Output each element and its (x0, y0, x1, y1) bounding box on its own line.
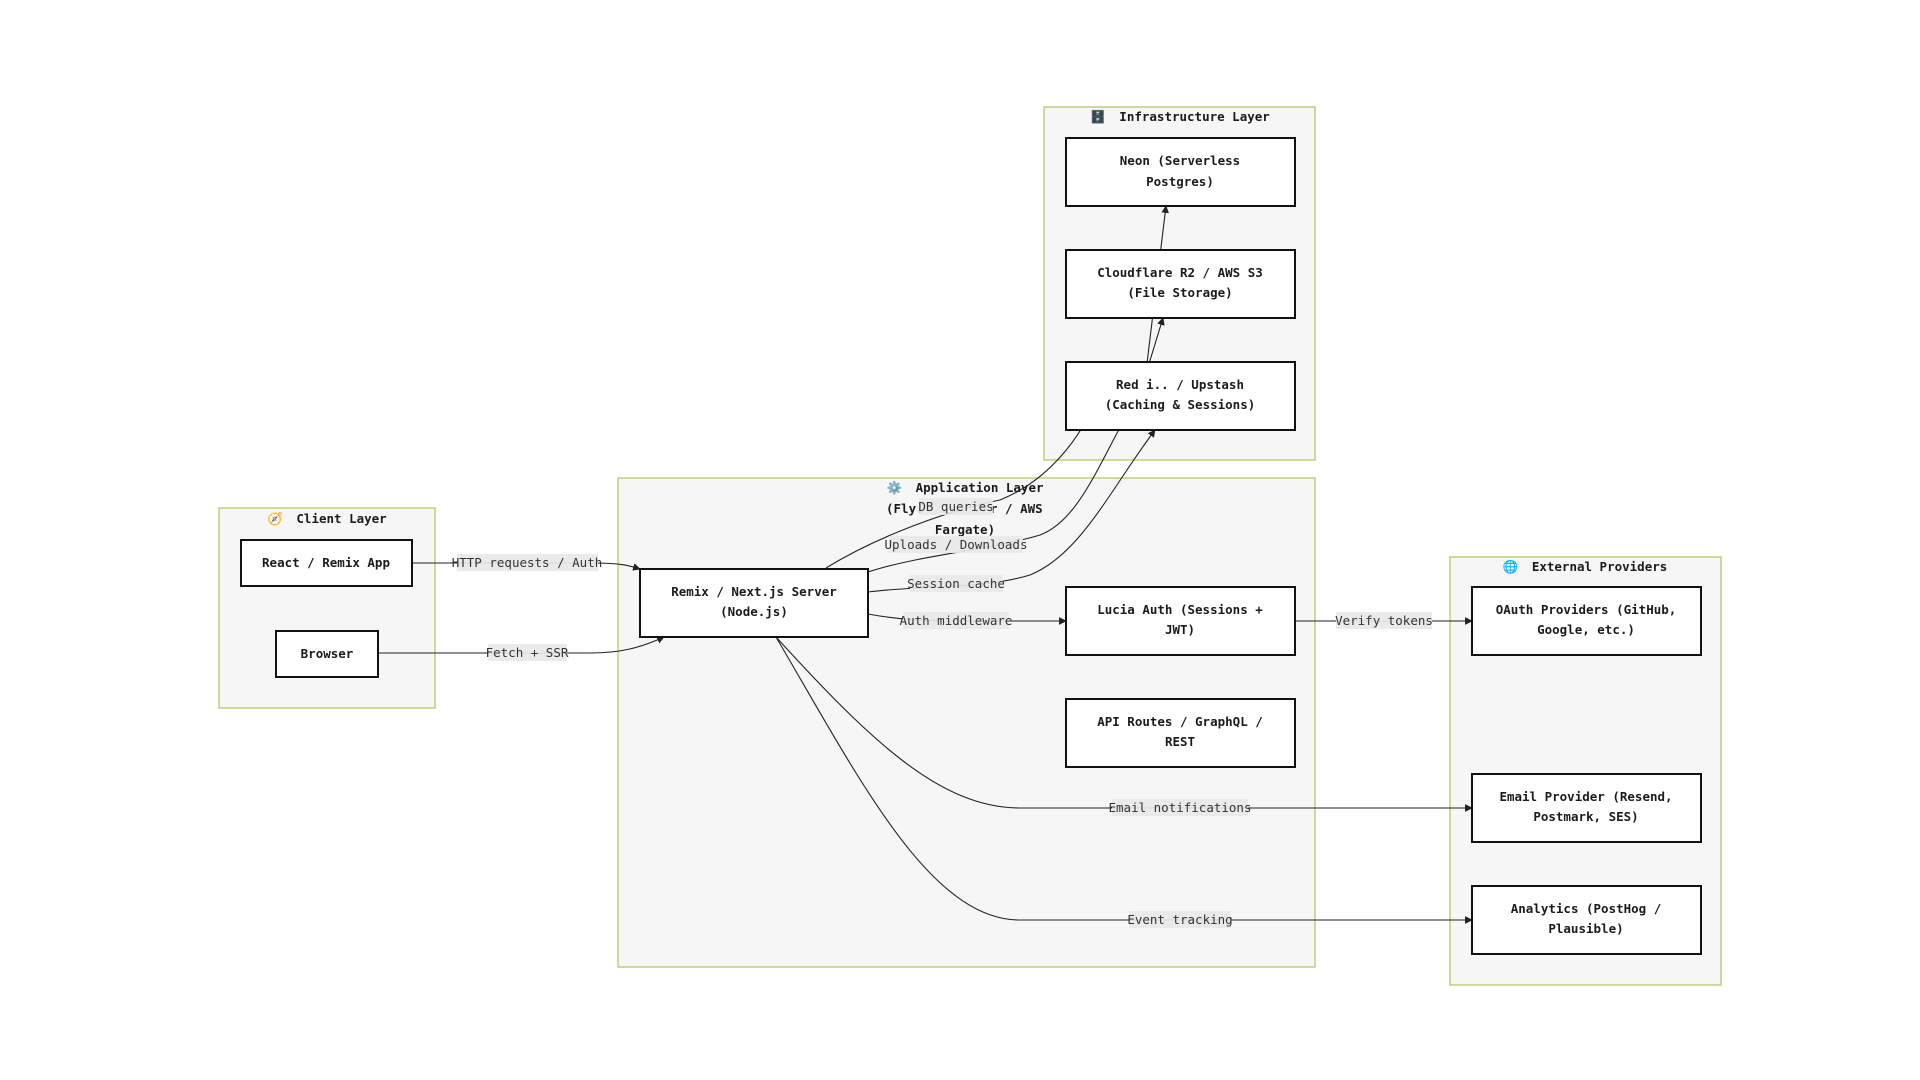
svg-text:Email Provider (Resend,: Email Provider (Resend, (1499, 789, 1672, 804)
edge-label-fetch-ssr: Fetch + SSR (486, 645, 569, 660)
infrastructure-layer-title: 🗄️ Infrastructure Layer (1090, 109, 1270, 124)
svg-text:(Node.js): (Node.js) (720, 604, 788, 619)
svg-text:Postgres): Postgres) (1146, 174, 1214, 189)
node-email-provider[interactable]: Email Provider (Resend, Postmark, SES) (1471, 773, 1702, 843)
svg-text:Neon (Serverless: Neon (Serverless (1120, 153, 1240, 168)
svg-text:Browser: Browser (301, 646, 354, 661)
node-redis-upstash[interactable]: Red i.. / Upstash (Caching & Sessions) (1065, 361, 1296, 431)
application-layer-subtitle-c: Fargate) (935, 522, 995, 537)
application-layer-title: ⚙️ Application Layer (886, 480, 1044, 495)
svg-text:React / Remix App: React / Remix App (262, 555, 390, 570)
node-react-remix-app[interactable]: React / Remix App (240, 539, 413, 587)
globe-icon: 🌐 (1503, 559, 1519, 574)
application-layer-subtitle-b: r / AWS (990, 501, 1043, 516)
edge-labels: HTTP requests / Auth Fetch + SSR DB quer… (452, 498, 1433, 928)
svg-text:(File Storage): (File Storage) (1127, 285, 1232, 300)
edges (378, 205, 1473, 924)
svg-text:Lucia Auth (Sessions +: Lucia Auth (Sessions + (1097, 602, 1263, 617)
edge-label-uploads-downloads: Uploads / Downloads (885, 537, 1028, 552)
svg-text:Google, etc.): Google, etc.) (1537, 622, 1635, 637)
gear-icon: ⚙️ (886, 480, 902, 495)
svg-text:Remix / Next.js Server: Remix / Next.js Server (671, 584, 837, 599)
edge-label-auth-middleware: Auth middleware (900, 613, 1013, 628)
node-analytics[interactable]: Analytics (PostHog / Plausible) (1471, 885, 1702, 955)
edge-uploads-downloads (867, 317, 1165, 573)
edge-label-verify-tokens: Verify tokens (1335, 613, 1433, 628)
file-cabinet-icon: 🗄️ (1090, 109, 1106, 124)
svg-text:JWT): JWT) (1165, 622, 1195, 637)
edge-email-notifications (775, 636, 1473, 812)
node-app-server[interactable]: Remix / Next.js Server (Node.js) (639, 568, 869, 638)
edge-label-session-cache: Session cache (907, 576, 1005, 591)
edge-fetch-ssr (378, 636, 665, 654)
svg-text:OAuth Providers (GitHub,: OAuth Providers (GitHub, (1496, 602, 1677, 617)
svg-text:Cloudflare R2 / AWS S3: Cloudflare R2 / AWS S3 (1097, 265, 1263, 280)
node-api-routes[interactable]: API Routes / GraphQL / REST (1065, 698, 1296, 768)
edge-label-http-requests: HTTP requests / Auth (452, 555, 603, 570)
node-file-storage[interactable]: Cloudflare R2 / AWS S3 (File Storage) (1065, 249, 1296, 319)
node-browser[interactable]: Browser (275, 630, 379, 678)
edge-label-event-tracking: Event tracking (1127, 912, 1232, 927)
svg-text:Plausible): Plausible) (1548, 921, 1623, 936)
external-providers-title: 🌐 External Providers (1503, 559, 1668, 574)
svg-text:(Caching & Sessions): (Caching & Sessions) (1105, 397, 1256, 412)
svg-text:Analytics (PostHog /: Analytics (PostHog / (1511, 901, 1662, 916)
node-lucia-auth[interactable]: Lucia Auth (Sessions + JWT) (1065, 586, 1296, 656)
svg-text:Postmark, SES): Postmark, SES) (1533, 809, 1638, 824)
svg-text:Red i.. / Upstash: Red i.. / Upstash (1116, 377, 1244, 392)
edge-label-db-queries: DB queries (918, 499, 993, 514)
edge-event-tracking (775, 636, 1473, 924)
client-layer-title: 🧭 Client Layer (267, 511, 387, 526)
edge-label-email-notifications: Email notifications (1109, 800, 1252, 815)
svg-text:API Routes / GraphQL /: API Routes / GraphQL / (1097, 714, 1263, 729)
svg-text:REST: REST (1165, 734, 1195, 749)
compass-icon: 🧭 (267, 511, 283, 526)
node-oauth-providers[interactable]: OAuth Providers (GitHub, Google, etc.) (1471, 586, 1702, 656)
application-layer-subtitle-a: (Fly. (886, 501, 924, 516)
node-neon-postgres[interactable]: Neon (Serverless Postgres) (1065, 137, 1296, 207)
